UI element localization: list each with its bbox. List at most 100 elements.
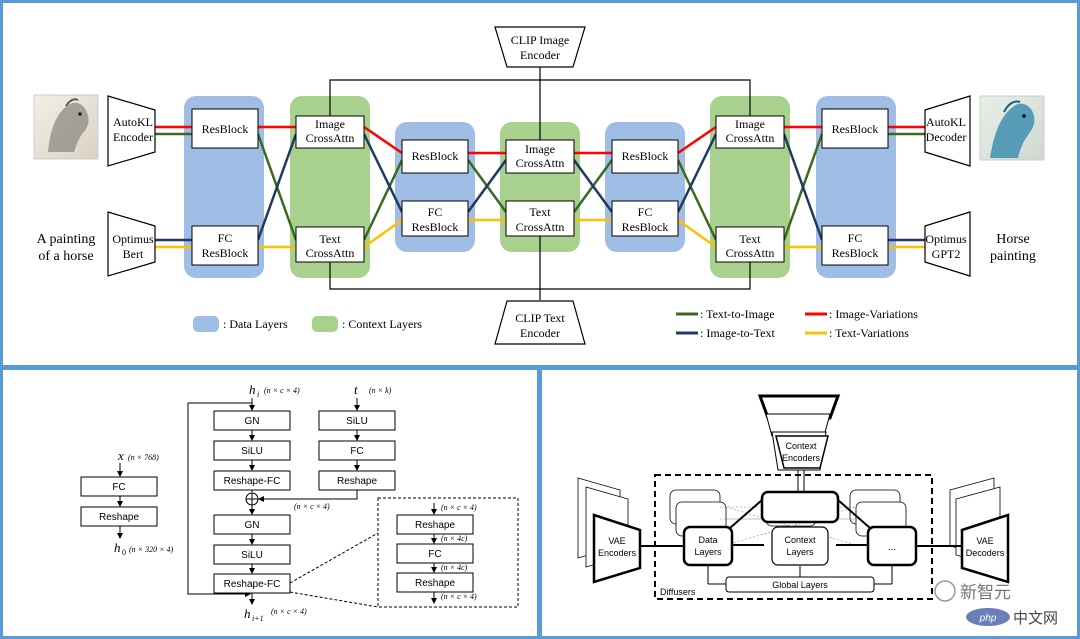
svg-text:VAE: VAE	[976, 536, 993, 546]
optimus-bert: Optimus Bert	[107, 211, 156, 277]
svg-text:Decoders: Decoders	[966, 548, 1005, 558]
hout-dim: (n × c × 4)	[271, 607, 307, 616]
fc-resblock-2: FC ResBlock	[401, 200, 469, 237]
svg-text:Text: Text	[319, 232, 341, 246]
legend-context-swatch	[312, 316, 338, 332]
diffusers-box	[654, 474, 933, 600]
fc-resblock-4: FC ResBlock	[821, 225, 889, 266]
svg-text:Text: Text	[529, 205, 551, 219]
svg-text:中文网: 中文网	[1013, 610, 1058, 627]
vae-decoders	[960, 513, 1010, 584]
legend-iv-label: : Image-Variations	[829, 307, 918, 321]
svg-text:Bert: Bert	[123, 247, 144, 261]
svg-text:i+1: i+1	[252, 614, 264, 623]
svg-text:Encoders: Encoders	[598, 548, 637, 558]
svg-text:SiLU: SiLU	[241, 550, 263, 561]
svg-text:...: ...	[888, 542, 896, 553]
svg-text:CrossAttn: CrossAttn	[726, 131, 775, 145]
svg-text:Optimus: Optimus	[925, 232, 967, 246]
svg-text:CrossAttn: CrossAttn	[726, 246, 775, 260]
right-panel-border	[539, 367, 1080, 639]
svg-text:ResBlock: ResBlock	[202, 246, 249, 260]
svg-text:GN: GN	[245, 520, 260, 531]
text-crossattn-1: Text CrossAttn	[295, 226, 365, 263]
horse-input-image	[33, 94, 99, 160]
svg-text:CLIP Text: CLIP Text	[515, 311, 565, 325]
context-top-block	[760, 490, 840, 524]
reshape-box	[80, 506, 158, 527]
svg-text:Optimus: Optimus	[112, 232, 154, 246]
horse-output-image	[979, 95, 1045, 161]
merge-dim: (n × c × 4)	[294, 502, 330, 511]
fc-resblock-1: FC ResBlock	[191, 225, 259, 266]
fc-box	[80, 476, 158, 497]
svg-text:Data: Data	[698, 535, 717, 545]
svg-text:(n × 4c): (n × 4c)	[441, 563, 468, 572]
svg-text:FC: FC	[350, 446, 363, 457]
legend-t2i-label: : Text-to-Image	[700, 307, 775, 321]
svg-text:Encoders: Encoders	[782, 453, 821, 463]
svg-text:Reshape: Reshape	[415, 520, 455, 531]
clip-text-encoder: CLIP Text Encoder	[494, 300, 586, 345]
vae-encoders	[592, 513, 642, 584]
resblock-3: ResBlock	[611, 139, 679, 174]
svg-text:ResBlock: ResBlock	[622, 220, 669, 234]
h0-dim: (n × 320 × 4)	[129, 545, 173, 554]
context-layers-block	[771, 526, 829, 566]
svg-text:Image: Image	[525, 142, 555, 156]
svg-text:Reshape-FC: Reshape-FC	[224, 579, 281, 590]
output-caption-line2: painting	[990, 249, 1036, 264]
top-panel-border	[0, 0, 1080, 368]
x-dim: (n × 768)	[128, 453, 159, 462]
input-caption-line2: of a horse	[38, 249, 93, 264]
svg-text:FC: FC	[218, 231, 233, 245]
h0-label: h	[114, 540, 121, 555]
left-diagram: x (n × 768) FC Reshape h 0 (n × 320 × 4)…	[80, 382, 519, 623]
legend-context-label: : Context Layers	[342, 317, 422, 331]
svg-text:i: i	[257, 390, 259, 399]
text-crossattn-2: Text CrossAttn	[505, 200, 575, 237]
svg-text:(n × 4c): (n × 4c)	[441, 534, 468, 543]
legend-data-swatch	[193, 316, 219, 332]
svg-text:ResBlock: ResBlock	[202, 122, 249, 136]
svg-text:Layers: Layers	[786, 547, 814, 557]
svg-text:FC: FC	[848, 231, 863, 245]
resblock-4: ResBlock	[821, 108, 889, 149]
svg-text:(n × c × 4): (n × c × 4)	[441, 592, 477, 601]
svg-text:0: 0	[122, 548, 126, 557]
zoom-fc-box	[396, 543, 474, 564]
right-diagram: Context Encoders Diffusers Global Layers	[577, 394, 1058, 627]
input-caption-line1: A painting	[37, 232, 96, 247]
svg-text:新智元: 新智元	[960, 583, 1011, 602]
image-crossattn-3: Image CrossAttn	[715, 115, 785, 149]
svg-text:Reshape: Reshape	[415, 578, 455, 589]
hi-label: h	[249, 382, 256, 397]
svg-text:Reshape: Reshape	[337, 476, 377, 487]
legend-i2t-label: : Image-to-Text	[700, 326, 775, 340]
data-layers-block	[682, 525, 734, 567]
zoom-reshape-box-1	[396, 514, 474, 535]
svg-text:ResBlock: ResBlock	[622, 149, 669, 163]
svg-text:GPT2: GPT2	[932, 247, 961, 261]
svg-text:php: php	[979, 613, 997, 624]
context-encoder-stack-1	[757, 394, 841, 420]
zoom-box	[377, 497, 519, 608]
x-label: x	[117, 448, 124, 463]
php-logo	[966, 608, 1010, 626]
svg-text:Reshape: Reshape	[99, 512, 139, 523]
svg-text:(n × c × 4): (n × c × 4)	[441, 503, 477, 512]
svg-text:ResBlock: ResBlock	[412, 149, 459, 163]
zoom-reshape-box-2	[396, 572, 474, 593]
svg-text:CrossAttn: CrossAttn	[516, 156, 565, 170]
svg-text:Layers: Layers	[694, 547, 722, 557]
svg-text:CrossAttn: CrossAttn	[516, 220, 565, 234]
image-crossattn-2: Image CrossAttn	[505, 139, 575, 174]
watermark: 新智元 php 中文网	[934, 580, 1058, 627]
svg-text:FC: FC	[112, 482, 125, 493]
svg-text:ResBlock: ResBlock	[832, 246, 879, 260]
legend: : Data Layers : Context Layers : Text-to…	[193, 307, 918, 340]
diffusers-label: Diffusers	[660, 587, 696, 597]
svg-text:AutoKL: AutoKL	[926, 115, 966, 129]
svg-text:FC: FC	[428, 549, 441, 560]
